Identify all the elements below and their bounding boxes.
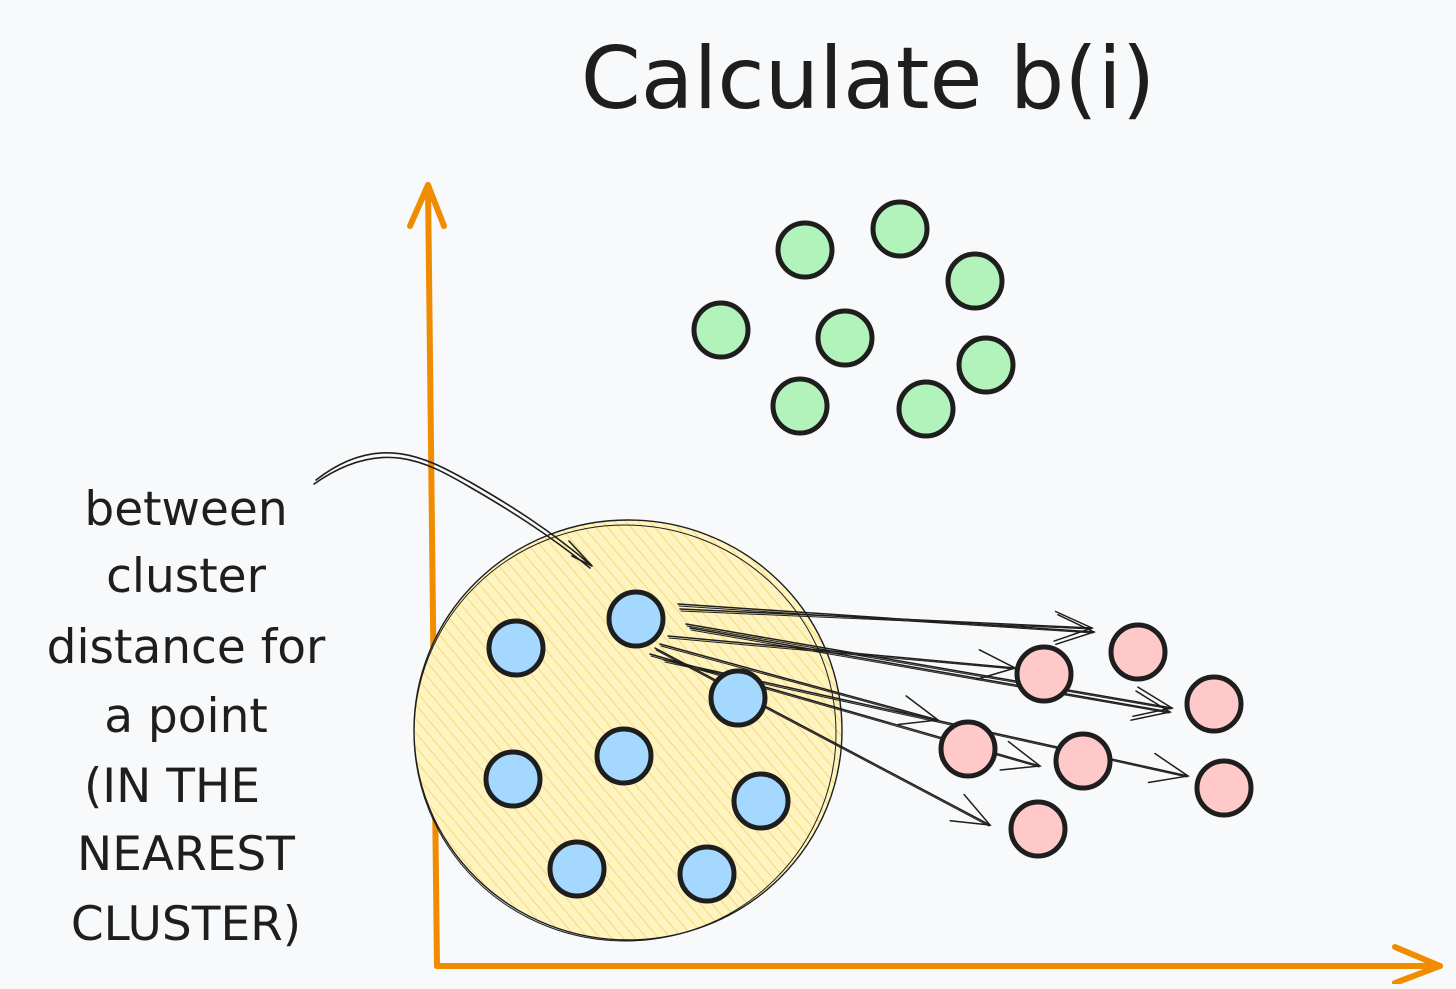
annotation-line-7: CLUSTER) [71,897,301,952]
green-cluster-point-4 [691,300,751,360]
annotation-line-2: cluster [106,549,267,604]
green-cluster-point-8 [896,379,956,439]
blue-cluster-point-5 [483,749,543,809]
blue-cluster-point-3 [708,668,768,728]
annotation-line-4: a point [104,689,268,744]
red-cluster-point-6 [1194,758,1254,818]
annotation-line-5: (IN THE [84,759,260,814]
blue-cluster-point-4 [594,726,654,786]
blue-cluster-point-7 [547,839,607,899]
red-cluster-point-4 [938,719,998,779]
cluster-points [483,199,1254,904]
blue-cluster-point-1 [486,618,546,678]
blue-cluster-point-6 [731,771,791,831]
green-cluster-point-2 [870,199,930,259]
blue-cluster-point-2 [606,589,666,649]
annotation-pointer-arrow [313,452,593,569]
distance-arrow-9 [654,647,992,827]
green-cluster-point-1 [775,220,835,280]
red-cluster-point-1 [1108,622,1168,682]
red-cluster-point-2 [1014,644,1074,704]
annotation-line-3: distance for [47,620,326,675]
red-cluster-point-3 [1184,674,1244,734]
distance-arrow-4 [685,623,1174,718]
axes [407,182,1443,986]
red-cluster-point-7 [1008,799,1068,859]
green-cluster-point-7 [770,376,830,436]
green-cluster-point-5 [815,308,875,368]
distance-arrow-5 [689,627,1172,721]
annotation-line-6: NEAREST [77,827,295,882]
red-cluster-point-5 [1053,731,1113,791]
green-cluster-point-3 [945,251,1005,311]
blue-cluster-point-8 [677,844,737,904]
diagram-title: Calculate b(i) [581,29,1156,129]
annotation-line-1: between [84,482,287,537]
green-cluster-point-6 [956,335,1016,395]
distance-arrow-2 [679,608,1095,642]
y-axis-arrowhead [407,182,447,229]
y-axis-line [425,182,440,969]
x-axis-arrowhead [1392,944,1443,986]
